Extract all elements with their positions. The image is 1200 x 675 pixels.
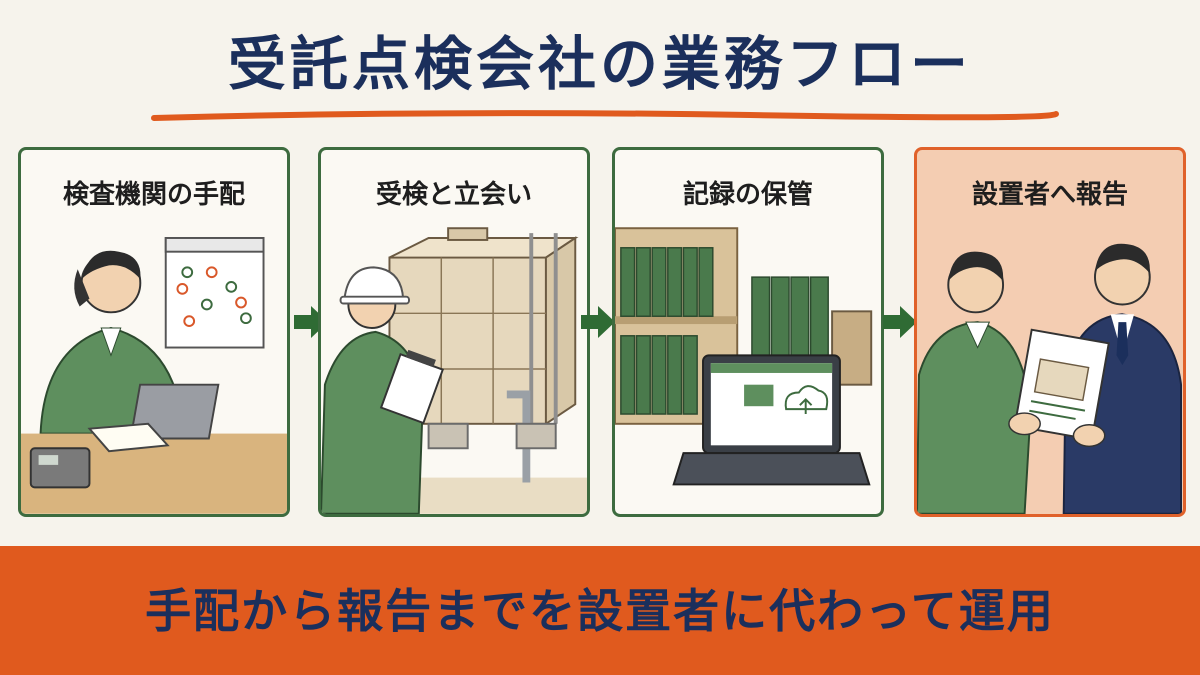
- summary-banner: 手配から報告までを設置者に代わって運用: [0, 546, 1200, 675]
- step-inspection-attendance: 受検と立会い: [318, 147, 590, 517]
- step-label: 受検と立会い: [375, 180, 532, 210]
- title-underline: [151, 110, 1059, 121]
- summary-text: 手配から報告までを設置者に代わって運用: [145, 584, 1055, 638]
- step-label: 検査機関の手配: [62, 180, 245, 210]
- step-label: 設置者へ報告: [971, 180, 1128, 210]
- phone-calendar-illustration: [21, 237, 287, 514]
- water-tank-inspection-illustration: [321, 227, 587, 514]
- step-record-storage: 記録の保管: [612, 147, 884, 517]
- step-arrange-inspection: 検査機関の手配: [18, 147, 290, 517]
- arrow-right-icon: [581, 306, 615, 338]
- binders-laptop-illustration: [615, 227, 873, 486]
- arrow-right-icon: [883, 306, 917, 338]
- step-report-to-owner: 設置者へ報告: [914, 147, 1186, 517]
- step-label: 記録の保管: [682, 180, 813, 210]
- page-title: 受託点検会社の業務フロー: [227, 30, 972, 98]
- handover-report-illustration: [917, 243, 1183, 514]
